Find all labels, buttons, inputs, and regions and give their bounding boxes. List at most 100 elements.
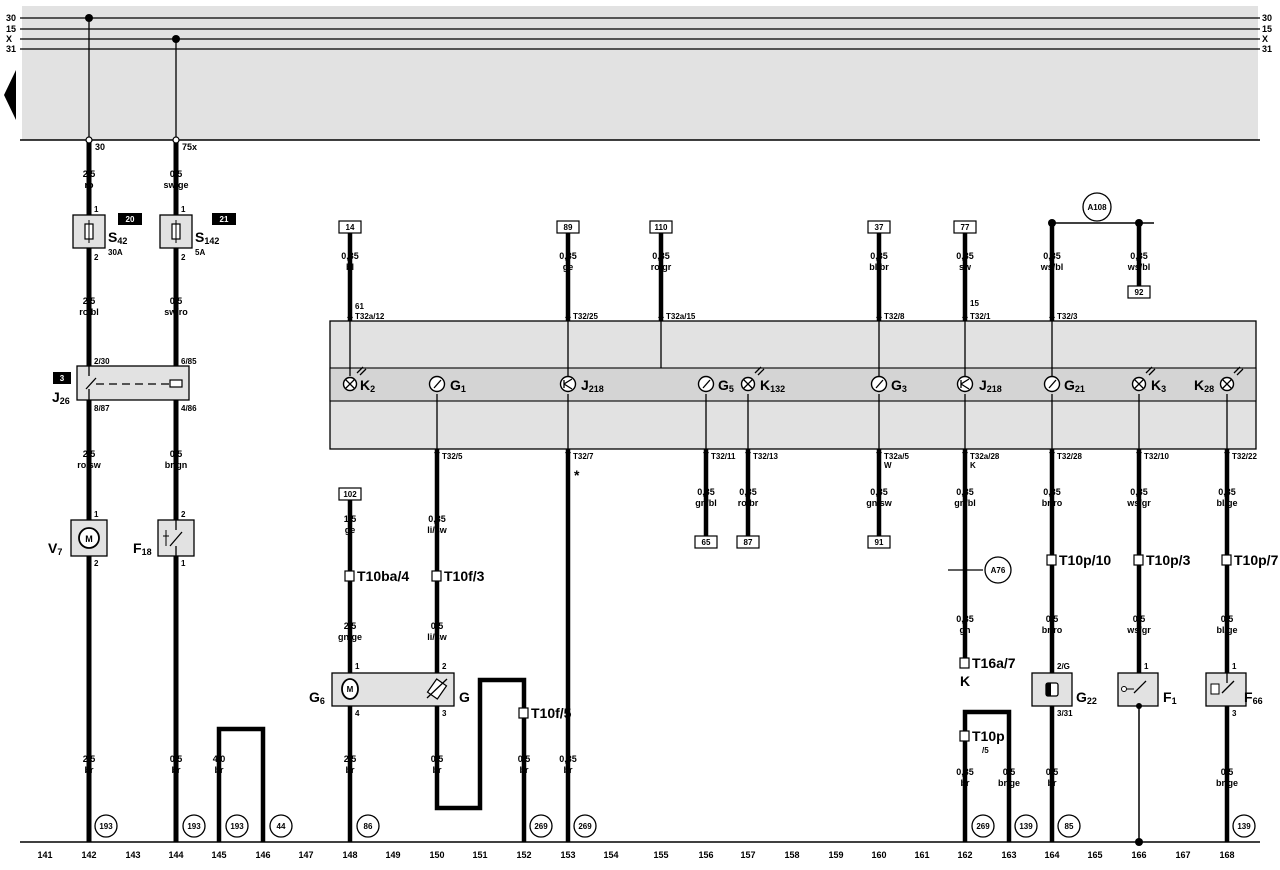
component-letter: K (1194, 377, 1204, 393)
motor-v7[interactable]: M (70, 519, 108, 557)
wire-size-label: 0,5 (1046, 614, 1059, 624)
wire-size-label: 0,35 (739, 487, 757, 497)
ground-circle[interactable]: 44 (269, 814, 293, 838)
reference-box-label: 91 (875, 538, 884, 547)
cluster-label-k2: K2 (360, 377, 375, 394)
wire-size-label: 0,35 (956, 251, 974, 261)
wire-color-label: br (172, 765, 181, 775)
fuel-pump-sender-g6-g[interactable]: M (331, 672, 455, 707)
reference-box-label: 65 (702, 538, 711, 547)
wire-size-label: 1,5 (344, 514, 357, 524)
reference-box-label: 14 (346, 223, 355, 232)
column-numbers: 141 142 143 144 145 146 147 148 149 150 … (37, 850, 1234, 860)
cluster-pin-label: T32/1 (970, 312, 991, 321)
oil-pressure-switch-f1[interactable] (1117, 672, 1159, 709)
pin-label: W (884, 461, 892, 470)
column-number: 161 (914, 850, 929, 860)
ground-circle[interactable]: 193 (225, 814, 249, 838)
ground-circle[interactable]: 86 (356, 814, 380, 838)
wire-color-label: ro (85, 180, 95, 190)
ground-circle[interactable]: 139 (1014, 814, 1038, 838)
component-subscript: 1 (1172, 696, 1177, 706)
component-subscript: 26 (60, 396, 70, 406)
ground-label: 86 (364, 822, 373, 831)
wire-color-label: gn/sw (866, 498, 893, 508)
fuse-s42[interactable] (72, 214, 106, 249)
asterisk-note: * (574, 467, 580, 483)
column-number: 150 (429, 850, 444, 860)
component-letter: G (309, 689, 320, 705)
ground-circle[interactable]: 85 (1057, 814, 1081, 838)
pin-label: 6/85 (181, 357, 197, 366)
wire-size-label: 0,5 (1221, 614, 1234, 624)
wire-size-label: 0,35 (697, 487, 715, 497)
pin-label: 3/31 (1057, 709, 1073, 718)
relay-j26[interactable] (76, 365, 190, 401)
component-letter: F (133, 540, 142, 556)
wire-size-label: 0,35 (559, 754, 577, 764)
pin-label: 2 (94, 559, 99, 568)
wire-size-label: 0,35 (870, 487, 888, 497)
column-number: 159 (828, 850, 843, 860)
component-subscript: 21 (1075, 384, 1085, 394)
connector-label-t10p-suffix: /5 (982, 746, 989, 755)
wire-color-label: li/sw (427, 525, 448, 535)
component-subscript: 28 (1204, 384, 1214, 394)
reference-box-label: 110 (655, 223, 668, 232)
pin-label: 2 (94, 253, 99, 262)
wire-size-label: 4,0 (213, 754, 226, 764)
wire-size-label: 0,5 (170, 296, 183, 306)
ground-circle[interactable]: 139 (1232, 814, 1256, 838)
wire-size-label: 0,5 (1003, 767, 1016, 777)
component-letter: G (718, 377, 729, 393)
wire-size-label: 2,5 (83, 296, 96, 306)
pin-label: 1 (181, 205, 186, 214)
ground-circle[interactable]: 193 (182, 814, 206, 838)
wire-color-label: ro/bl (79, 307, 99, 317)
reference-boxes (338, 220, 1151, 549)
column-number: 166 (1131, 850, 1146, 860)
ground-circle[interactable]: 269 (529, 814, 553, 838)
ground-circle[interactable]: 269 (971, 814, 995, 838)
instrument-cluster-band (329, 367, 1257, 402)
fuse-s142[interactable] (159, 214, 193, 249)
cluster-label-g1: G1 (450, 377, 466, 394)
wire-color-label: gn/bl (695, 498, 717, 508)
junction-circle-a108[interactable]: A108 (1082, 192, 1112, 222)
coolant-level-switch-f66[interactable] (1205, 672, 1247, 707)
temp-switch-f18[interactable] (157, 519, 195, 557)
column-number: 154 (603, 850, 618, 860)
ground-circle[interactable]: 269 (573, 814, 597, 838)
connector-label-t10p7: T10p/7 (1234, 552, 1279, 568)
component-letter: S (108, 229, 117, 245)
ground-label: 139 (1019, 822, 1033, 831)
component-subscript: 5 (729, 384, 734, 394)
pin-label: 3 (1232, 709, 1237, 718)
component-letter: S (195, 229, 204, 245)
speed-sensor-g22[interactable] (1031, 672, 1073, 707)
wire-color-label: gn/bl (954, 498, 976, 508)
ground-label: 85 (1065, 822, 1074, 831)
junction-circle-a76[interactable]: A76 (984, 556, 1012, 584)
wire-color-label: bl/ge (1216, 498, 1237, 508)
component-subscript: 132 (770, 384, 785, 394)
pin-label: 15 (970, 299, 979, 308)
wire-color-label: ws/gr (1126, 625, 1151, 635)
wire-size-label: 0,35 (956, 487, 974, 497)
ground-label: 139 (1237, 822, 1251, 831)
wire-size-label: 0,35 (1130, 487, 1148, 497)
ground-circle[interactable]: 193 (94, 814, 118, 838)
column-number: 153 (560, 850, 575, 860)
wire-size-label: 0,35 (341, 251, 359, 261)
pin-label: 2 (442, 662, 447, 671)
wire-color-label: bl/ge (1216, 625, 1237, 635)
wire-color-label: bl (346, 262, 354, 272)
page-back-arrow-icon[interactable] (4, 70, 16, 120)
component-subscript: 66 (1253, 696, 1263, 706)
component-label-v7: V7 (48, 540, 62, 557)
component-subscript: 218 (987, 384, 1002, 394)
component-label-s142: S142 (195, 229, 219, 246)
bus-break-circles (85, 136, 180, 144)
wire-color-label: br (520, 765, 529, 775)
